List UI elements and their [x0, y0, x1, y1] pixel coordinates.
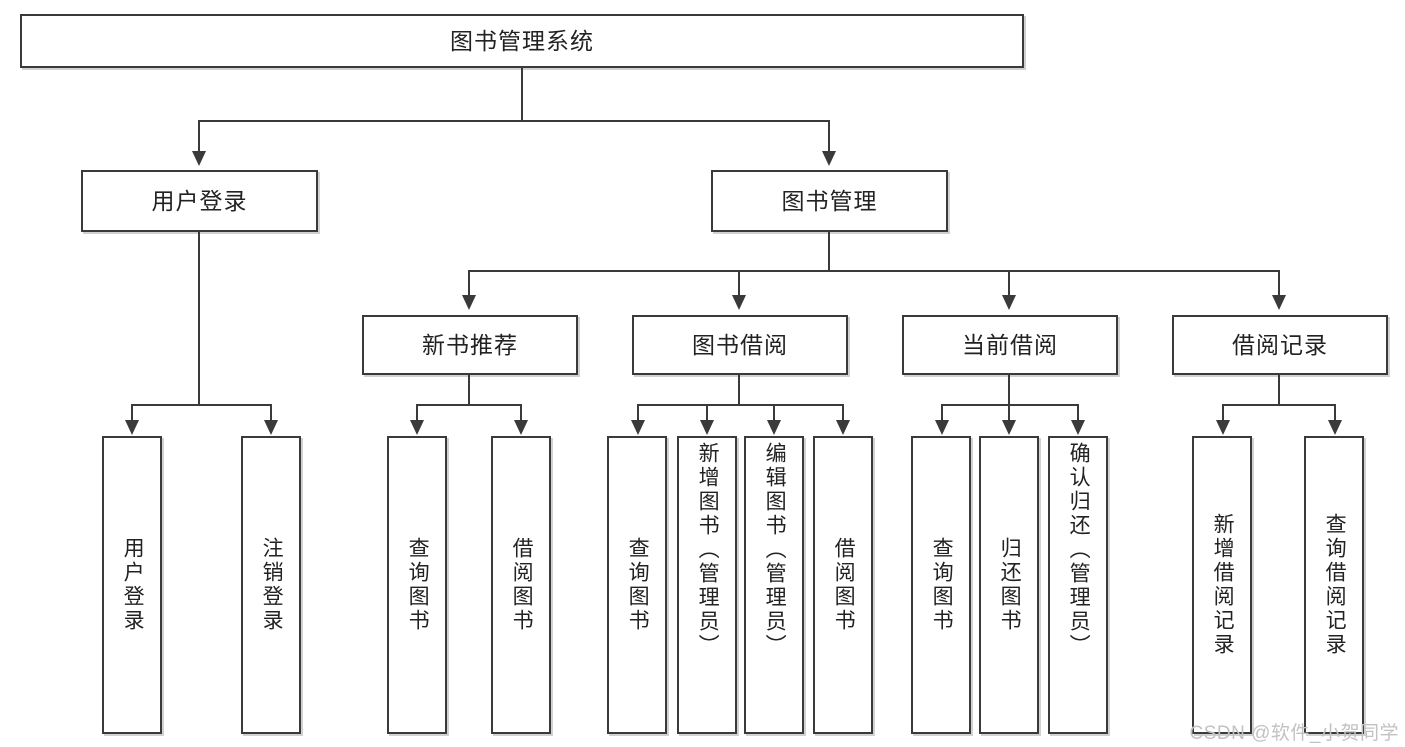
arrowhead-to-user-login	[192, 151, 206, 166]
node-new-book-recommend[interactable]: 新书推荐	[362, 315, 578, 375]
connector-book-management-stem	[828, 232, 830, 272]
connector-user-login-bus	[131, 404, 271, 406]
connector-to-leaf-return-book	[1008, 404, 1010, 422]
node-book-borrow[interactable]: 图书借阅	[632, 315, 848, 375]
arrowhead-to-leaf-return-book	[1002, 420, 1016, 435]
connector-new-book-recommend-stem	[468, 375, 470, 406]
node-leaf-add-book[interactable]: 新增图书（管理员）	[677, 436, 737, 734]
arrowhead-to-leaf-confirm-return	[1071, 420, 1085, 435]
node-book-management[interactable]: 图书管理	[711, 170, 948, 232]
arrowhead-to-leaf-user-login	[125, 420, 139, 435]
arrowhead-to-leaf-query-book-1	[410, 420, 424, 435]
connector-to-leaf-query-book-3	[941, 404, 943, 422]
node-leaf-query-book-borrow[interactable]: 查询图书	[607, 436, 667, 734]
arrowhead-to-leaf-query-book-2	[631, 420, 645, 435]
arrowhead-to-leaf-query-book-3	[935, 420, 949, 435]
connector-to-borrow-record	[1278, 270, 1280, 297]
connector-to-current-borrow	[1008, 270, 1010, 297]
connector-level2-bus	[198, 120, 830, 122]
arrowhead-to-borrow-record	[1272, 295, 1286, 310]
connector-book-borrow-stem	[738, 375, 740, 406]
node-leaf-logout-login[interactable]: 注销登录	[241, 436, 301, 734]
arrowhead-to-leaf-logout-login	[264, 420, 278, 435]
node-current-borrow[interactable]: 当前借阅	[902, 315, 1118, 375]
arrowhead-to-leaf-borrow-book-1	[514, 420, 528, 435]
connector-user-login-stem	[198, 232, 200, 406]
connector-level3-bus	[468, 270, 1280, 272]
connector-book-borrow-bus	[637, 404, 844, 406]
connector-borrow-record-stem	[1278, 375, 1280, 406]
connector-to-leaf-borrow-book-2	[842, 404, 844, 422]
connector-to-leaf-query-book-1	[416, 404, 418, 422]
node-borrow-record[interactable]: 借阅记录	[1172, 315, 1388, 375]
connector-to-leaf-borrow-book-1	[520, 404, 522, 422]
arrowhead-to-leaf-edit-book	[767, 420, 781, 435]
connector-current-borrow-stem	[1008, 375, 1010, 406]
connector-to-leaf-confirm-return	[1077, 404, 1079, 422]
connector-to-leaf-add-book	[706, 404, 708, 422]
connector-to-leaf-query-book-2	[637, 404, 639, 422]
connector-current-borrow-bus	[941, 404, 1079, 406]
connector-to-user-login	[198, 120, 200, 153]
node-user-login[interactable]: 用户登录	[81, 170, 318, 232]
arrowhead-to-leaf-query-record	[1328, 420, 1342, 435]
connector-to-book-borrow	[738, 270, 740, 297]
node-leaf-borrow-book-borrow[interactable]: 借阅图书	[813, 436, 873, 734]
node-leaf-confirm-return[interactable]: 确认归还（管理员）	[1048, 436, 1108, 734]
arrowhead-to-book-management	[822, 151, 836, 166]
arrowhead-to-leaf-add-record	[1216, 420, 1230, 435]
node-leaf-user-login[interactable]: 用户登录	[102, 436, 162, 734]
connector-to-leaf-logout-login	[270, 404, 272, 422]
arrowhead-to-leaf-borrow-book-2	[836, 420, 850, 435]
arrowhead-to-new-book-recommend	[462, 295, 476, 310]
connector-to-book-management	[828, 120, 830, 153]
node-leaf-query-book-recommend[interactable]: 查询图书	[387, 436, 447, 734]
connector-to-leaf-user-login	[131, 404, 133, 422]
node-leaf-query-book-current[interactable]: 查询图书	[911, 436, 971, 734]
arrowhead-to-current-borrow	[1002, 295, 1016, 310]
connector-to-leaf-edit-book	[773, 404, 775, 422]
node-leaf-return-book[interactable]: 归还图书	[979, 436, 1039, 734]
connector-to-new-book-recommend	[468, 270, 470, 297]
connector-borrow-record-bus	[1222, 404, 1336, 406]
node-root-system[interactable]: 图书管理系统	[20, 14, 1024, 68]
connector-to-leaf-query-record	[1334, 404, 1336, 422]
arrowhead-to-book-borrow	[732, 295, 746, 310]
node-leaf-borrow-book-recommend[interactable]: 借阅图书	[491, 436, 551, 734]
connector-root-stem	[521, 68, 523, 120]
connector-new-book-recommend-bus	[416, 404, 522, 406]
arrowhead-to-leaf-add-book	[700, 420, 714, 435]
node-leaf-edit-book[interactable]: 编辑图书（管理员）	[744, 436, 804, 734]
node-leaf-add-record[interactable]: 新增借阅记录	[1192, 436, 1252, 734]
node-leaf-query-record[interactable]: 查询借阅记录	[1304, 436, 1364, 734]
connector-to-leaf-add-record	[1222, 404, 1224, 422]
